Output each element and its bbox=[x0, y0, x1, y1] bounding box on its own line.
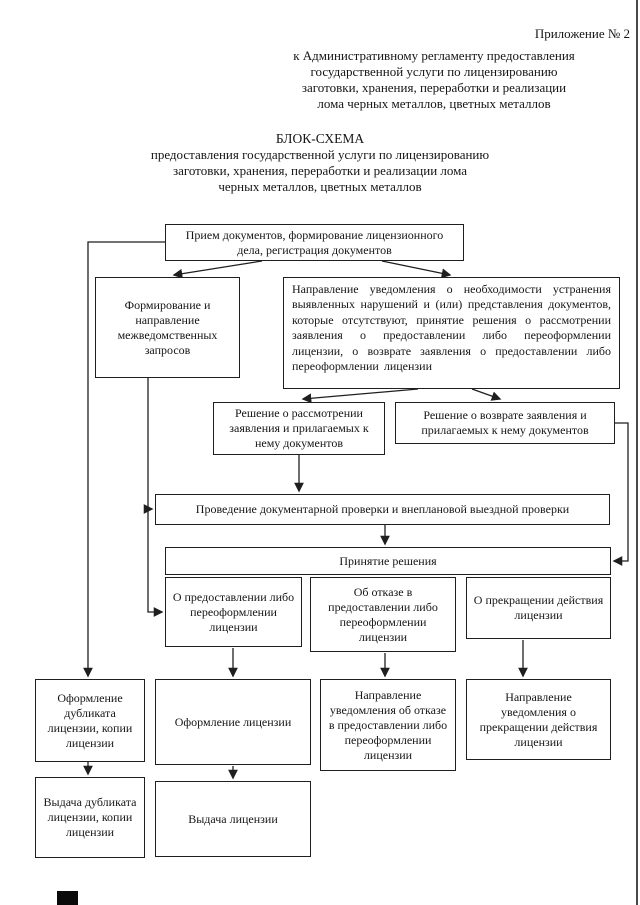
flow-box-license-issue: Выдача лицензии bbox=[155, 781, 311, 857]
scheme-title: БЛОК-СХЕМА предоставления государственно… bbox=[50, 131, 590, 195]
scan-bottom-mark bbox=[57, 891, 78, 905]
flow-box-duplicate-prepare: Оформление дубликата лицензии, копии лиц… bbox=[35, 679, 145, 762]
flow-box-decision-header: Принятие решения bbox=[165, 547, 611, 575]
flow-box-violations-notice: Направление уведомления о необходимости … bbox=[283, 277, 620, 389]
flow-box-decision-return: Решение о возврате заявления и прилагаем… bbox=[395, 402, 615, 444]
flow-box-interagency-requests: Формирование и направление межведомствен… bbox=[95, 277, 240, 378]
annex-header-line: заготовки, хранения, переработки и реали… bbox=[301, 80, 567, 95]
flow-box-intake: Прием документов, формирование лицензион… bbox=[165, 224, 464, 261]
flow-box-license-prepare: Оформление лицензии bbox=[155, 679, 311, 765]
annex-header-line: лома черных металлов, цветных металлов bbox=[317, 96, 551, 111]
flow-box-decision-review: Решение о рассмотрении заявления и прила… bbox=[213, 402, 385, 455]
annex-header: Приложение № 2 к Административному регла… bbox=[238, 26, 630, 112]
scheme-title-line: черных металлов, цветных металлов bbox=[218, 179, 422, 194]
flow-box-inspection: Проведение документарной проверки и внеп… bbox=[155, 494, 610, 525]
flow-box-decision-terminate: О прекращении действия лицензии bbox=[466, 577, 611, 639]
flow-box-refuse-notice: Направление уведомления об отказе в пред… bbox=[320, 679, 456, 771]
scheme-title-line: предоставления государственной услуги по… bbox=[150, 147, 490, 162]
scheme-title-line: заготовки, хранения, переработки и реали… bbox=[172, 163, 468, 178]
annex-header-line: Приложение № 2 bbox=[534, 26, 630, 41]
flow-box-decision-grant: О предоставлении либо переоформлении лиц… bbox=[165, 577, 302, 647]
flow-box-decision-refuse: Об отказе в предоставлении либо переофор… bbox=[310, 577, 456, 652]
flow-box-terminate-notice: Направление уведомления о прекращении де… bbox=[466, 679, 611, 760]
annex-header-line: к Административному регламенту предостав… bbox=[293, 48, 575, 63]
scheme-title-line: БЛОК-СХЕМА bbox=[275, 131, 365, 146]
scan-right-edge-line bbox=[636, 0, 638, 905]
flow-box-duplicate-issue: Выдача дубликата лицензии, копии лицензи… bbox=[35, 777, 145, 858]
annex-header-line: государственной услуги по лицензированию bbox=[310, 64, 558, 79]
